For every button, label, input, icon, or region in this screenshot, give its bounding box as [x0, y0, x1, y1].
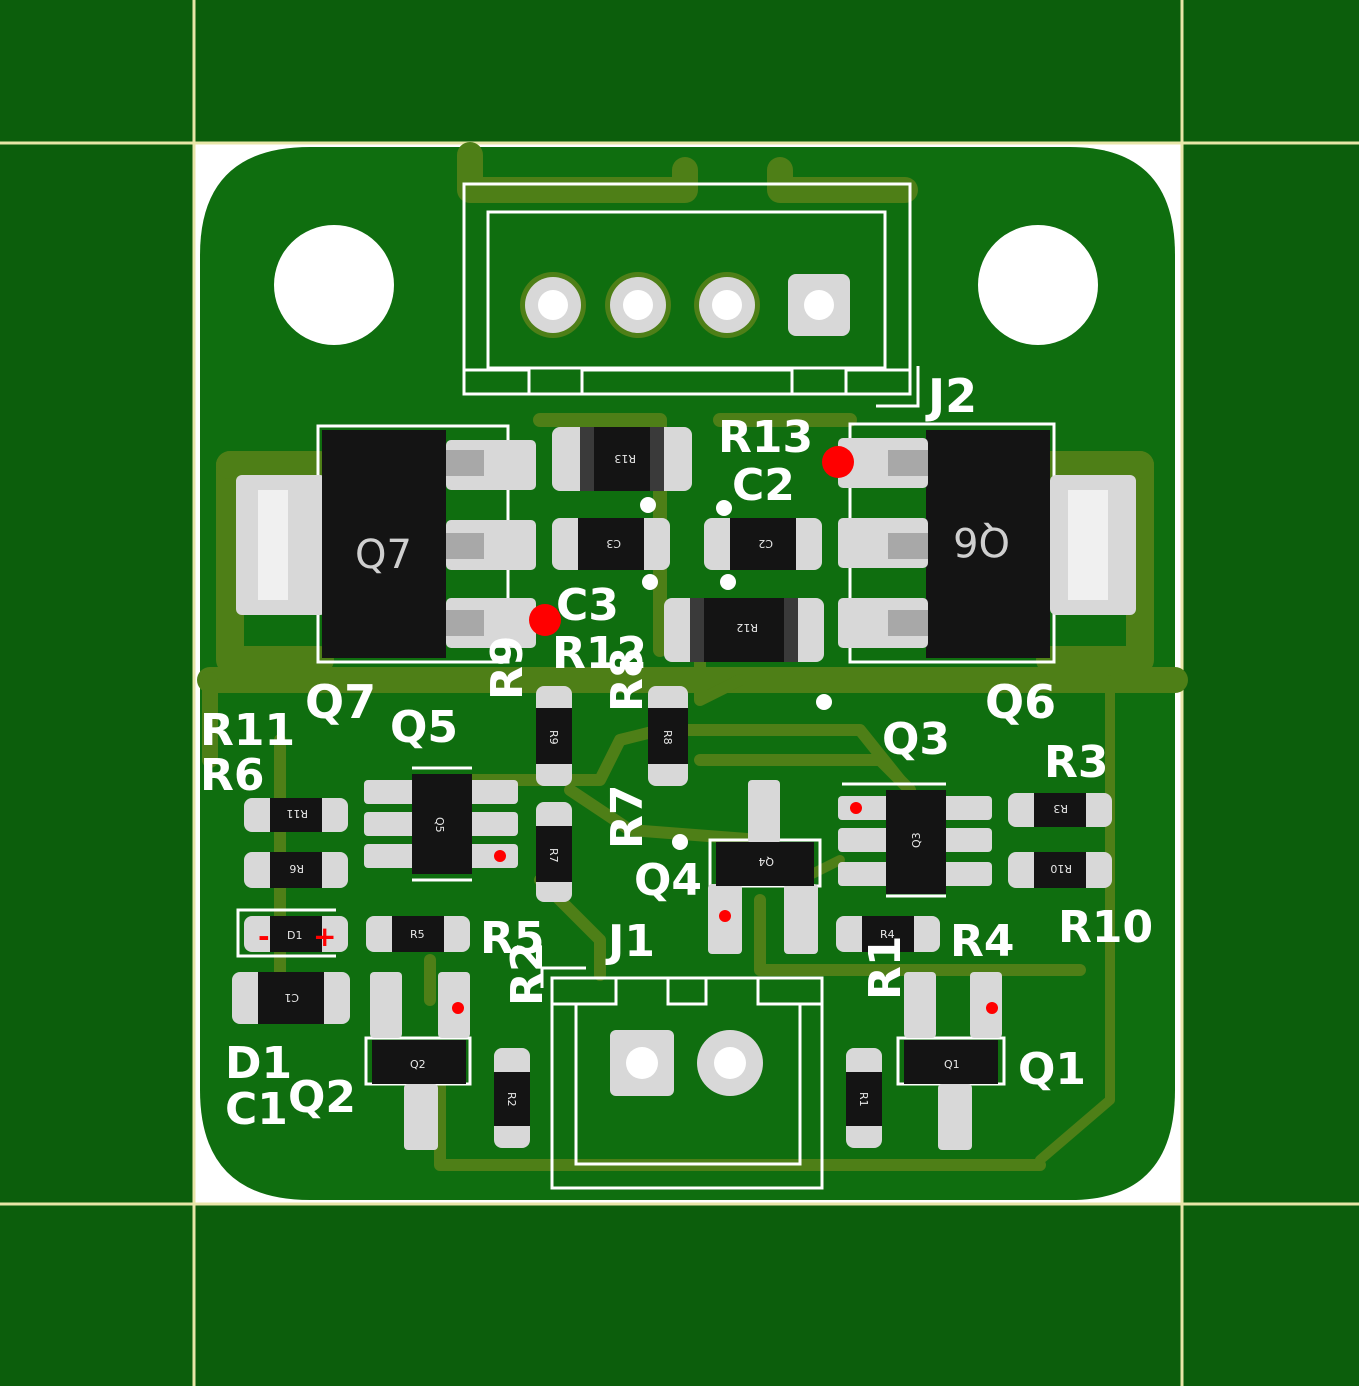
r13-package: [552, 427, 692, 491]
label-c1: C1: [225, 1084, 288, 1135]
pkg-label-r7: R7: [547, 848, 560, 863]
label-q2: Q2: [288, 1072, 356, 1123]
pkg-label-r5: R5: [410, 928, 425, 941]
label-r10: R10: [1058, 902, 1153, 953]
copper-traces: [197, 142, 1188, 1171]
label-c2: C2: [732, 460, 795, 511]
pkg-label-r13: R13: [614, 452, 636, 465]
pkg-label-r8: R8: [661, 730, 674, 745]
polarity-plus: +: [313, 920, 336, 953]
j1-connector: [540, 966, 824, 1190]
label-r1: R1: [860, 936, 911, 1001]
pin1-marker-q6: [822, 446, 854, 478]
pkg-label-r6: R6: [289, 862, 304, 875]
q1-package: [896, 972, 1006, 1150]
label-d1: D1: [225, 1038, 292, 1089]
pkg-label-q5: Q5: [433, 817, 446, 833]
r2-package: [494, 1048, 530, 1148]
r1-package: [846, 1048, 882, 1148]
pkg-label-r1: R1: [857, 1092, 870, 1107]
label-r8: R8: [602, 648, 653, 713]
mounting-hole-left: [274, 225, 394, 345]
mounting-hole-right: [978, 225, 1098, 345]
pkg-label-r12: R12: [736, 621, 758, 634]
pin1-marker-c3: [529, 604, 561, 636]
pkg-label-c2: C2: [758, 537, 773, 550]
label-r2: R2: [502, 942, 553, 1007]
label-r5: R5: [480, 913, 545, 964]
q6-package: [838, 422, 1136, 664]
vias: [640, 497, 832, 850]
label-r4: R4: [950, 916, 1015, 967]
label-r9: R9: [482, 636, 533, 701]
label-j1: J1: [605, 916, 655, 967]
pkg-label-d1: D1: [287, 929, 302, 942]
pkg-label-q2: Q2: [410, 1058, 426, 1071]
pkg-label-q3: Q3: [910, 832, 923, 848]
label-r6: R6: [200, 750, 265, 801]
r12-package: [664, 598, 824, 662]
r6-package: [244, 852, 348, 888]
label-q3: Q3: [882, 714, 950, 765]
label-q5: Q5: [390, 702, 458, 753]
r3-package: [1008, 793, 1112, 827]
d1-package: [236, 908, 348, 958]
q5-package: [364, 766, 518, 882]
q4-package: [708, 780, 822, 954]
pkg-label-r11: R11: [286, 807, 308, 820]
pkg-label-c3: C3: [606, 537, 621, 550]
q2-package: [364, 972, 472, 1150]
pkg-label-r9: R9: [547, 730, 560, 745]
pkg-label-q6: Q6: [953, 518, 1010, 564]
pkg-label-r4: R4: [880, 928, 895, 941]
q7-package: [236, 424, 536, 664]
pkg-label-q7: Q7: [355, 532, 412, 578]
label-r7: R7: [602, 785, 653, 850]
label-q1: Q1: [1018, 1044, 1086, 1095]
label-q4: Q4: [634, 855, 702, 906]
r4-package: [836, 916, 940, 952]
pkg-label-q1: Q1: [944, 1058, 960, 1071]
pkg-label-c1: C1: [284, 991, 299, 1004]
c2-package: [704, 518, 822, 570]
j2-connector: [462, 182, 920, 408]
label-r3: R3: [1044, 737, 1109, 788]
r5-package: [366, 916, 470, 952]
r9-package: [536, 686, 572, 786]
label-q7: Q7: [305, 675, 376, 729]
label-c3: C3: [556, 580, 619, 631]
pkg-label-r3: R3: [1053, 802, 1068, 815]
c3-package: [552, 518, 670, 570]
label-r11: R11: [200, 705, 295, 756]
pkg-label-r2: R2: [505, 1092, 518, 1107]
label-j2: J2: [925, 369, 977, 423]
r7-package: [536, 802, 572, 902]
label-r13: R13: [718, 412, 813, 463]
q3-package: [838, 782, 992, 898]
r8-package: [648, 686, 688, 786]
c1-package: [232, 972, 350, 1024]
pkg-label-r10: R10: [1050, 862, 1072, 875]
label-r12: R12: [552, 628, 647, 679]
label-q6: Q6: [985, 675, 1056, 729]
r11-package: [244, 798, 348, 832]
polarity-minus: -: [258, 920, 270, 953]
pkg-label-q4: Q4: [758, 855, 774, 868]
r10-package: [1008, 852, 1112, 888]
